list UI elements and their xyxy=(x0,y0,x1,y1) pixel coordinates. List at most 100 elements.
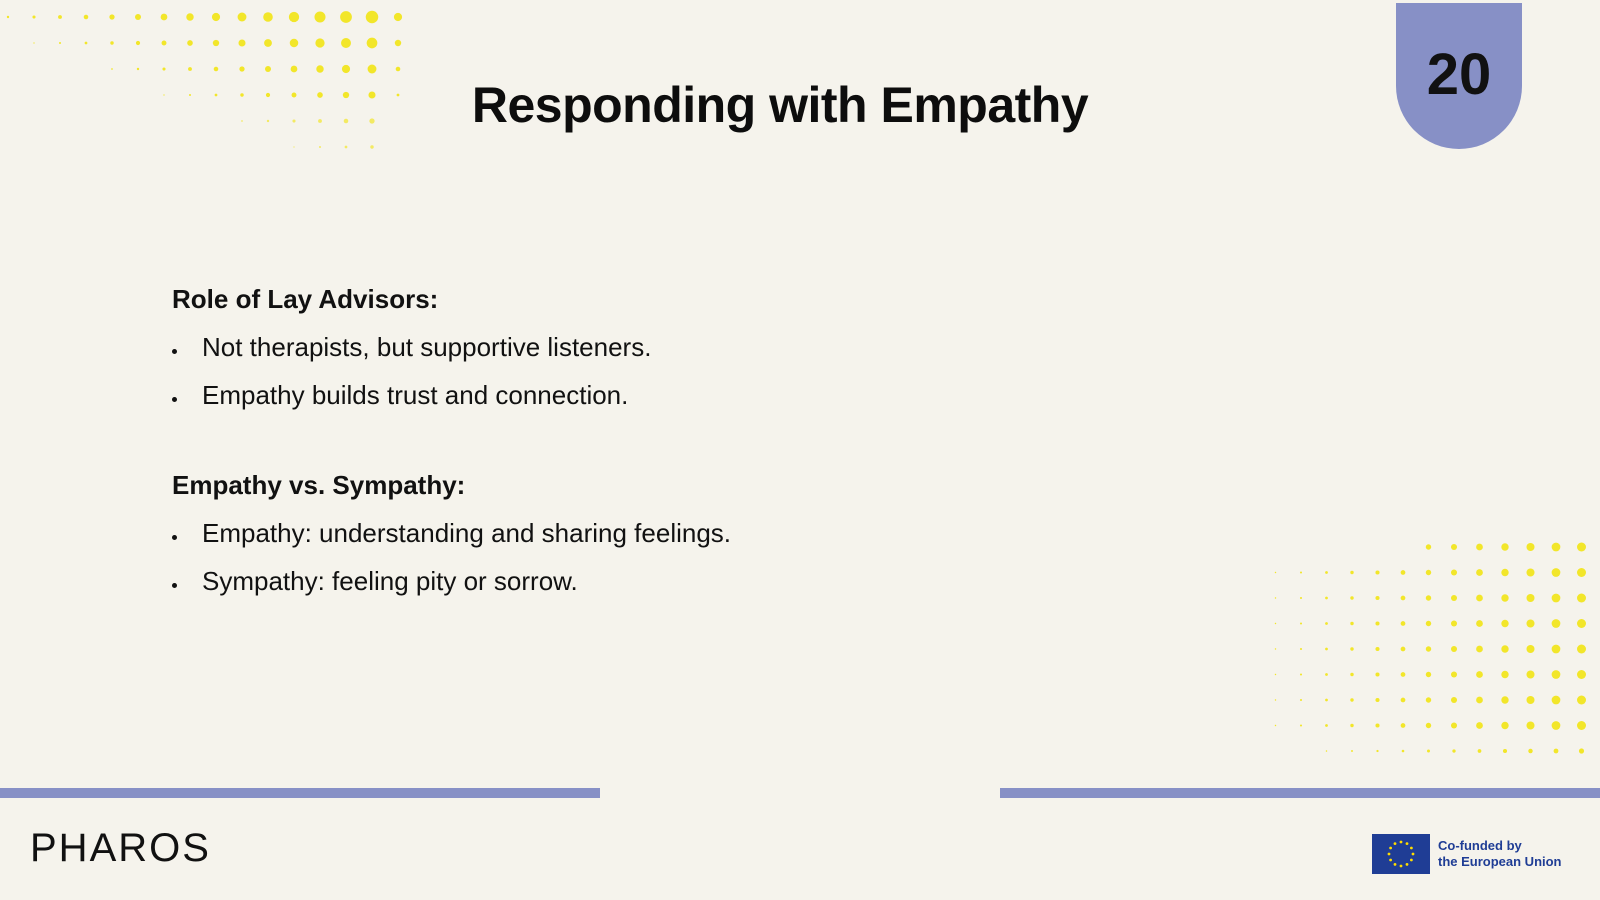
decorative-dot xyxy=(1450,569,1458,576)
decorative-dot xyxy=(1476,722,1483,729)
decorative-dot xyxy=(292,119,296,123)
decorative-dot xyxy=(341,64,351,74)
decorative-dot xyxy=(344,145,348,149)
decorative-dot xyxy=(1401,749,1405,753)
decorative-dot xyxy=(1425,544,1432,550)
decorative-dot xyxy=(1553,748,1559,754)
decorative-dot xyxy=(1501,670,1509,679)
decorative-dot xyxy=(1375,697,1380,703)
decorative-dot xyxy=(1477,749,1482,753)
decorative-dot xyxy=(318,119,322,123)
eu-star xyxy=(1389,858,1393,862)
decorative-dot xyxy=(1350,672,1354,677)
decorative-dot xyxy=(1299,673,1303,676)
decorative-dot xyxy=(1350,723,1354,728)
decorative-dot xyxy=(1299,647,1303,651)
decorative-dot xyxy=(1350,570,1354,575)
decorative-dot xyxy=(316,65,324,73)
brand-logo: PHAROS xyxy=(30,826,211,870)
bullet-list: Empathy: understanding and sharing feeli… xyxy=(172,516,1072,598)
decorative-dot xyxy=(1528,748,1533,754)
decorative-dot xyxy=(1274,571,1277,574)
decorative-dot xyxy=(187,40,193,46)
decorative-dot xyxy=(1299,596,1303,600)
decorative-dot xyxy=(1425,595,1432,601)
decorative-dot xyxy=(1274,597,1277,599)
decorative-dot xyxy=(1427,749,1430,753)
decorative-dot xyxy=(6,15,10,19)
decorative-dot xyxy=(240,93,244,97)
decorative-dot xyxy=(1274,622,1277,625)
bullet-dot-icon xyxy=(172,397,177,402)
decorative-dot xyxy=(1551,568,1561,577)
decorative-dot xyxy=(1476,696,1483,704)
decorative-dot xyxy=(1551,695,1561,705)
decorative-dot xyxy=(238,39,246,47)
decorative-dot xyxy=(396,93,400,97)
decorative-dot xyxy=(214,93,218,97)
decorative-dot xyxy=(109,14,115,20)
footer-rule-right xyxy=(1000,788,1600,798)
decorative-dot xyxy=(1400,595,1406,601)
decorative-dot xyxy=(160,13,168,21)
decorative-dot xyxy=(1452,749,1456,753)
eu-star xyxy=(1387,852,1391,856)
decorative-dot xyxy=(1274,673,1277,676)
decorative-dot xyxy=(365,10,379,24)
decorative-dot xyxy=(1577,619,1586,628)
decorative-dot xyxy=(1526,593,1535,603)
decorative-dot xyxy=(265,92,271,98)
decorative-dot xyxy=(211,12,221,22)
decorative-dot xyxy=(370,145,374,149)
decorative-dot xyxy=(1299,724,1303,727)
decorative-dot xyxy=(1526,695,1535,705)
section-heading: Empathy vs. Sympathy: xyxy=(172,470,466,500)
decorative-dot xyxy=(1476,620,1483,627)
decorative-dot xyxy=(291,92,297,98)
decorative-dots-bottom-right xyxy=(1274,542,1586,754)
eu-funding-logo: Co-funded by the European Union xyxy=(1372,834,1562,874)
decorative-dot xyxy=(318,145,322,149)
decorative-dot xyxy=(1501,696,1509,704)
decorative-dot xyxy=(1450,543,1458,551)
decorative-dot xyxy=(1551,721,1561,730)
decorative-dot xyxy=(239,66,245,72)
eu-star xyxy=(1409,858,1413,862)
slide-title: Responding with Empathy xyxy=(471,77,1089,133)
decorative-dot xyxy=(1325,724,1328,727)
decorative-dot xyxy=(368,91,376,99)
decorative-dots-top-left xyxy=(6,10,403,149)
list-item-text: Empathy: understanding and sharing feeli… xyxy=(202,518,732,548)
decorative-dot xyxy=(1577,695,1586,705)
footer-rule-left xyxy=(0,788,600,798)
eu-star xyxy=(1405,842,1409,846)
decorative-dot xyxy=(342,91,350,99)
eu-star xyxy=(1409,846,1413,850)
decorative-dot xyxy=(111,68,113,70)
decorative-dot xyxy=(369,118,375,124)
decorative-dot xyxy=(1450,594,1458,602)
decorative-dot xyxy=(1526,721,1535,730)
decorative-dot xyxy=(367,64,377,74)
decorative-dot xyxy=(343,118,349,124)
decorative-dot xyxy=(1501,594,1509,602)
decorative-dot xyxy=(1350,621,1354,626)
decorative-dot xyxy=(1577,542,1586,552)
decorative-dot xyxy=(162,67,166,71)
decorative-dot xyxy=(1400,697,1406,703)
eu-flag-icon xyxy=(1372,834,1430,874)
decorative-dot xyxy=(58,41,62,45)
decorative-dot xyxy=(1350,698,1354,702)
decorative-dot xyxy=(1375,621,1380,626)
decorative-dot xyxy=(1577,593,1586,603)
decorative-dot xyxy=(341,38,351,48)
list-item: Sympathy: feeling pity or sorrow. xyxy=(172,564,1072,598)
decorative-dot xyxy=(315,38,325,48)
page-number: 20 xyxy=(1426,41,1492,107)
decorative-dot xyxy=(1450,645,1458,653)
bullet-list: Not therapists, but supportive listeners… xyxy=(172,330,1072,412)
eu-funding-line-2: the European Union xyxy=(1438,854,1562,869)
eu-star xyxy=(1399,840,1403,844)
eu-star xyxy=(1399,864,1403,868)
